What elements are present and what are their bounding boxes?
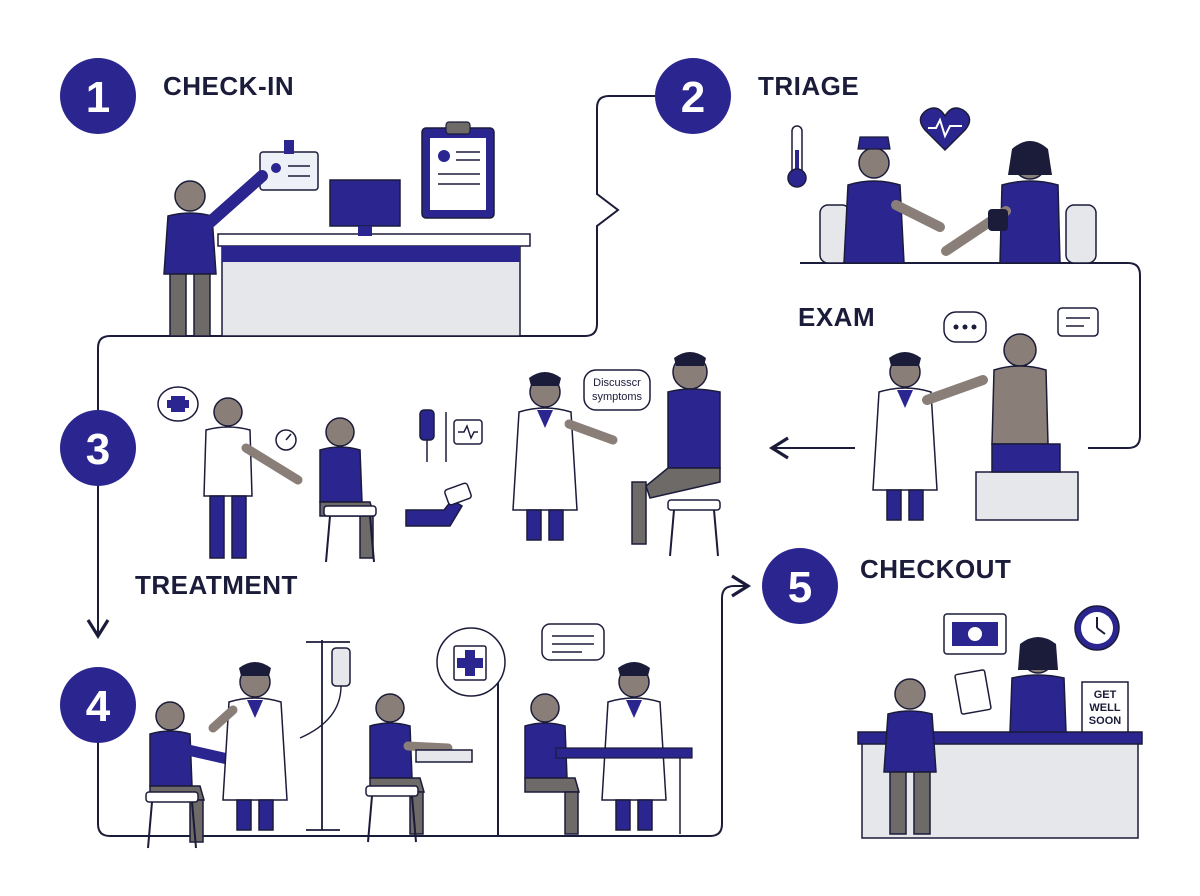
connector-2-to-3 xyxy=(800,262,1141,449)
consult-desk xyxy=(555,747,693,759)
step-label-exam: EXAM xyxy=(798,302,875,332)
svg-text:5: 5 xyxy=(788,563,812,612)
step-badge-1: 1 xyxy=(60,58,136,134)
treatment-doctor-figure xyxy=(208,661,288,831)
consult-doctor-figure xyxy=(512,371,618,541)
connector-4-frame xyxy=(97,574,752,837)
step-label-checkout: CHECKOUT xyxy=(860,554,1011,584)
medical-cross-bubble-icon xyxy=(157,386,199,422)
clock-icon xyxy=(1074,605,1120,651)
triage-scene xyxy=(787,107,1097,264)
followup-patient-figure xyxy=(524,693,580,835)
exam-patient-figure xyxy=(991,333,1061,473)
svg-text:WELL: WELL xyxy=(1089,702,1120,714)
exam-scene xyxy=(872,307,1099,521)
svg-text:1: 1 xyxy=(86,73,110,122)
get-well-sign: GET WELL SOON xyxy=(1081,681,1129,733)
speech-bubble-icon xyxy=(943,311,987,343)
id-card-icon xyxy=(259,140,319,191)
connector-1-to-2 xyxy=(520,95,655,337)
nurse-vitals-figure xyxy=(203,397,303,559)
checkout-scene: GET WELL SOON xyxy=(857,605,1143,839)
svg-text:symptoms: symptoms xyxy=(592,391,643,403)
clipboard-icon xyxy=(421,121,495,219)
message-bubble-icon xyxy=(541,623,605,661)
gauge-icon xyxy=(275,429,297,451)
patient-figure xyxy=(163,170,268,337)
monitor-icon xyxy=(329,179,401,236)
iv-stand-icon xyxy=(299,640,351,831)
bandage-patient-figure xyxy=(369,693,453,835)
exam-table xyxy=(975,471,1079,521)
step-badge-3: 3 xyxy=(60,410,136,486)
medical-chart-icon xyxy=(436,627,506,697)
treatment-scene xyxy=(145,623,693,849)
step-badge-4: 4 xyxy=(60,667,136,743)
treatment-side-table xyxy=(415,749,473,763)
svg-text:2: 2 xyxy=(681,73,705,122)
ecg-monitor-icon xyxy=(453,419,483,445)
step-label-check-in: CHECK-IN xyxy=(163,71,294,101)
nurse-figure xyxy=(843,136,945,264)
connector-left-loop xyxy=(86,335,585,640)
svg-text:GET: GET xyxy=(1094,689,1117,701)
payment-bill-icon xyxy=(943,613,1007,655)
consult-patient-figure xyxy=(631,352,721,545)
step-label-treatment: TREATMENT xyxy=(135,570,298,600)
step-badge-5: 5 xyxy=(762,548,838,624)
svg-text:3: 3 xyxy=(86,425,110,474)
exam-doctor-figure xyxy=(872,351,988,521)
step-badge-2: 2 xyxy=(655,58,731,134)
svg-text:Discusscr: Discusscr xyxy=(593,377,641,389)
thermometer-icon xyxy=(787,125,807,188)
followup-doctor-figure xyxy=(601,661,667,831)
triage-patient-figure xyxy=(941,141,1061,264)
vitals-scene: Discusscr symptoms xyxy=(157,352,721,563)
check-in-scene xyxy=(163,121,531,337)
pulse-oximeter-icon xyxy=(405,482,472,527)
receipt-icon xyxy=(954,669,992,715)
heart-rate-icon xyxy=(919,107,971,152)
receptionist-figure xyxy=(1009,637,1067,733)
iv-bag-icon xyxy=(419,409,447,462)
svg-text:4: 4 xyxy=(86,682,111,731)
discuss-symptoms-bubble: Discusscr symptoms xyxy=(583,369,651,411)
svg-text:SOON: SOON xyxy=(1089,715,1121,727)
chat-bubble-icon xyxy=(1057,307,1099,337)
step-label-triage: TRIAGE xyxy=(758,71,859,101)
